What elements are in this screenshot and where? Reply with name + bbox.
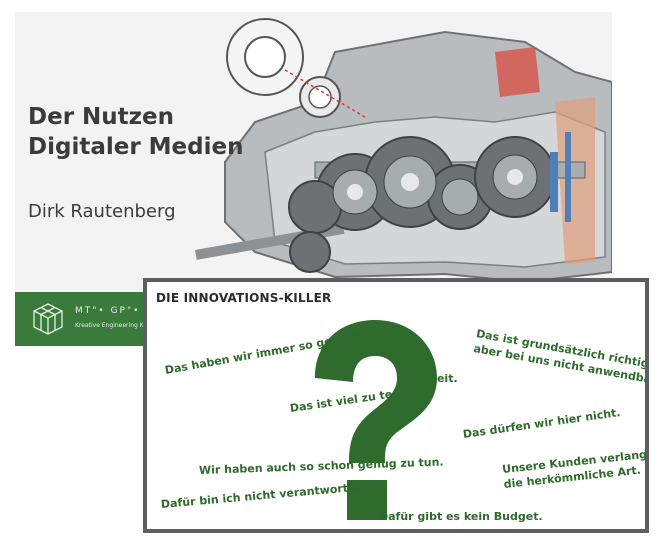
title-slide: Der Nutzen Digitaler Medien Dirk Rautenb… [15, 12, 612, 346]
title-line-1: Der Nutzen [28, 104, 175, 130]
phrase-2: Zeit. [429, 372, 458, 385]
title-line-2: Digitaler Medien [28, 134, 244, 160]
cube-logo-icon [33, 303, 63, 335]
logo-wordmark: MT"• GP"• M [75, 306, 156, 316]
author-name: Dirk Rautenberg [28, 201, 176, 222]
question-mark-icon [315, 320, 437, 520]
phrase-9: Dafür gibt es kein Budget. [379, 510, 543, 523]
slide-heading: DIE INNOVATIONS-KILLER [156, 291, 332, 305]
innovation-killer-slide: DIE INNOVATIONS-KILLER Das haben wir imm… [143, 278, 649, 533]
phrase-7: Unsere Kunden verlangen die herkömmliche… [501, 445, 645, 492]
presentation-title: Der Nutzen Digitaler Medien [28, 102, 248, 162]
gearbox-cutaway-icon [195, 18, 612, 284]
phrase-4: Das ist grundsätzlich richtig aber bei u… [472, 326, 645, 388]
phrase-5: Das dürfen wir hier nicht. [462, 405, 622, 441]
logo-tagline: Kreative Engineering Konz [75, 322, 154, 329]
